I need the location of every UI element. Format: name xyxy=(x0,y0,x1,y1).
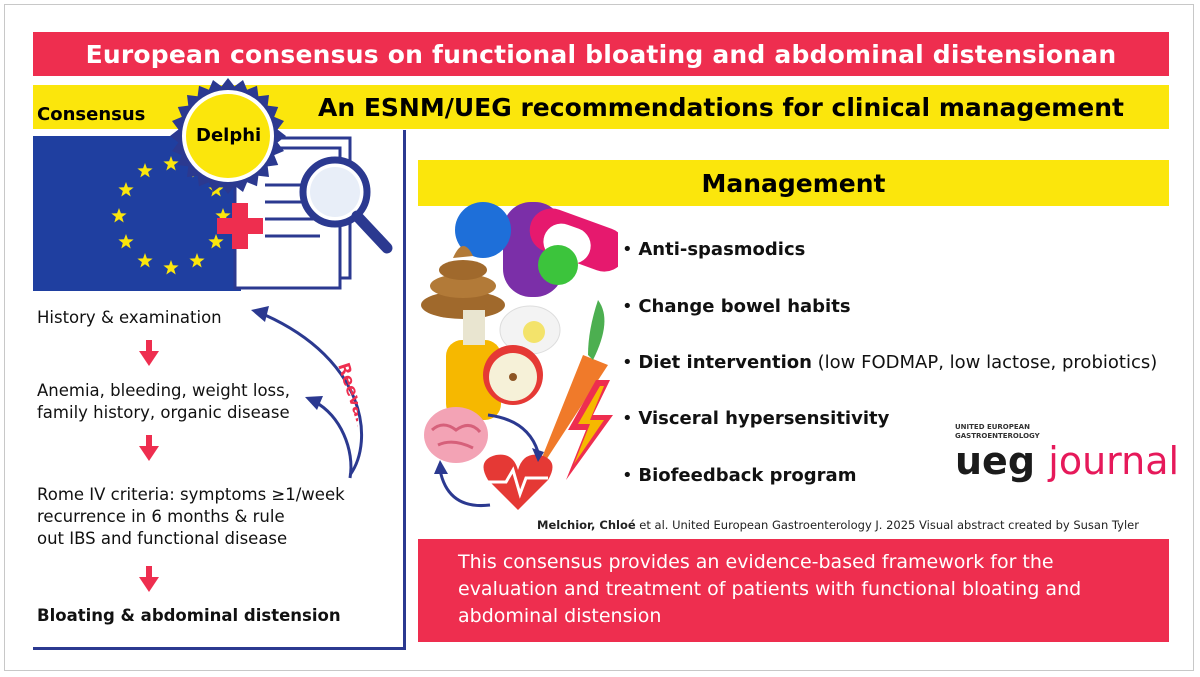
treatment-illustration xyxy=(421,202,618,510)
carrot-icon xyxy=(533,355,608,480)
eu-star-icon xyxy=(118,182,134,197)
logo-journal: journal xyxy=(1048,439,1180,483)
management-item: • Biofeedback program xyxy=(622,465,857,486)
page-frame xyxy=(4,4,1194,671)
eu-star-icon xyxy=(215,208,231,223)
logo-wordmark: ueg journal xyxy=(955,441,1179,481)
flow-step-rome-line2: recurrence in 6 months & rule xyxy=(37,507,285,526)
eu-star-icon xyxy=(208,234,224,249)
management-item-label: Change bowel habits xyxy=(638,296,851,317)
management-item: • Anti-spasmodics xyxy=(622,239,806,260)
down-arrow-icon xyxy=(139,435,159,461)
eu-star-icon xyxy=(189,253,205,268)
flow-step-redflags-line2: family history, organic disease xyxy=(37,403,290,422)
ueg-journal-logo: UNITED EUROPEAN GASTROENTEROLOGY ueg jou… xyxy=(955,423,1179,481)
down-arrow-icon xyxy=(139,340,159,366)
delphi-label: Delphi xyxy=(196,125,262,146)
flow-step-rome: Rome IV criteria: symptoms ≥1/week recur… xyxy=(37,484,345,550)
delphi-seal-icon xyxy=(170,78,286,194)
management-item: • Change bowel habits xyxy=(622,296,851,317)
stool-icon xyxy=(421,245,505,319)
reevaluate-label-wrap: Reevaluate xyxy=(334,360,358,462)
citation: Melchior, Chloé et al. United European G… xyxy=(537,518,1139,532)
reevaluate-label: Reevaluate xyxy=(334,360,358,462)
brain-icon xyxy=(424,407,488,463)
eu-star-icon xyxy=(163,156,179,171)
management-item: • Diet intervention (low FODMAP, low lac… xyxy=(622,352,1158,373)
eu-star-icon xyxy=(111,208,127,223)
management-heading: Management xyxy=(418,160,1169,206)
reevaluate-arrow-icon xyxy=(251,306,364,479)
eu-star-icon xyxy=(118,234,134,249)
page-subtitle: An ESNM/UEG recommendations for clinical… xyxy=(318,92,1125,122)
summary-box: This consensus provides an evidence-base… xyxy=(418,539,1169,642)
logo-small-line2: GASTROENTEROLOGY xyxy=(955,432,1040,440)
eu-star-icon xyxy=(137,163,153,178)
left-panel-border xyxy=(33,130,406,650)
citation-rest: et al. United European Gastroenterology … xyxy=(635,518,1139,532)
summary-text: This consensus provides an evidence-base… xyxy=(458,551,1082,627)
eu-star-icon xyxy=(137,253,153,268)
management-item-label: Anti-spasmodics xyxy=(638,239,806,260)
flow-step-redflags-line1: Anemia, bleeding, weight loss, xyxy=(37,381,290,400)
management-item-label: Biofeedback program xyxy=(638,465,857,486)
pill-icon xyxy=(455,202,511,258)
logo-ueg: ueg xyxy=(955,439,1036,483)
management-item-label: Visceral hypersensitivity xyxy=(638,408,890,429)
down-arrow-icon xyxy=(139,566,159,592)
page-title: European consensus on functional bloatin… xyxy=(33,32,1169,76)
logo-small-line1: UNITED EUROPEAN xyxy=(955,423,1030,431)
flow-step-outcome: Bloating & abdominal distension xyxy=(37,606,341,625)
management-item-label: Diet intervention xyxy=(638,352,812,373)
management-item: • Visceral hypersensitivity xyxy=(622,408,890,429)
citation-authors: Melchior, Chloé xyxy=(537,518,636,532)
pill-icon xyxy=(538,245,578,285)
consensus-label: Consensus xyxy=(37,104,146,125)
eu-star-icon xyxy=(163,260,179,275)
flow-step-redflags: Anemia, bleeding, weight loss, family hi… xyxy=(37,380,290,424)
flow-step-rome-line1: Rome IV criteria: symptoms ≥1/week xyxy=(37,485,345,504)
flow-step-history: History & examination xyxy=(37,308,222,327)
flow-step-rome-line3: out IBS and functional disease xyxy=(37,529,288,548)
management-item-detail: (low FODMAP, low lactose, probiotics) xyxy=(811,352,1158,373)
